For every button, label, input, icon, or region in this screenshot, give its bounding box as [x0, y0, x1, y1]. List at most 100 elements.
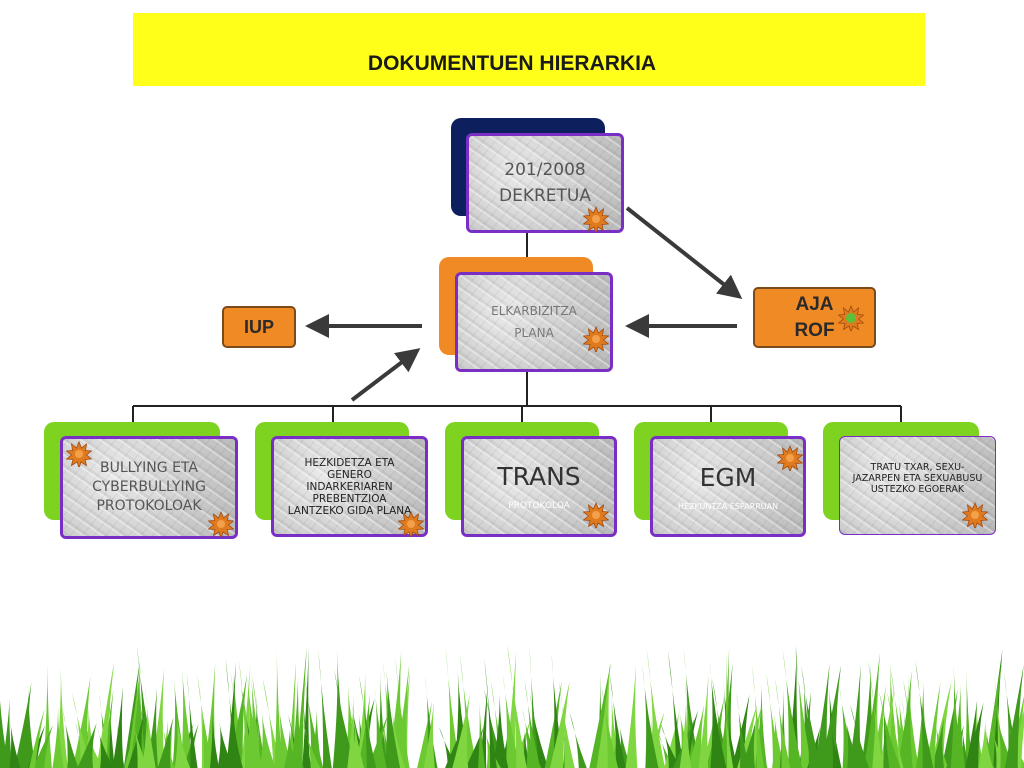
grass-blade	[550, 680, 570, 768]
grass-blade	[774, 677, 791, 768]
dekretua-node[interactable]: 201/2008 DEKRETUA	[466, 133, 624, 233]
grass-blade	[951, 684, 966, 768]
grass-blade	[452, 694, 470, 768]
grass-blade	[1004, 664, 1024, 768]
grass-blade	[798, 691, 812, 768]
grass-blade	[478, 696, 486, 768]
bullying-node[interactable]: BULLYING ETA CYBERBULLYING PROTOKOLOAK	[60, 436, 238, 539]
plana-line2: PLANA	[514, 326, 554, 340]
dekretua-line1: 201/2008	[504, 160, 586, 180]
grass-blade	[359, 675, 377, 768]
trans-title: TRANS	[497, 462, 581, 491]
grass-blade	[879, 691, 901, 768]
trans-subtitle: PROTOKOLOA	[508, 501, 570, 511]
plana-node[interactable]: ELKARBIZITZA PLANA	[455, 272, 613, 372]
grass-blade	[353, 711, 365, 768]
egm-title: EGM	[699, 462, 757, 492]
grass-blade	[209, 707, 219, 768]
egm-node[interactable]: EGM HEZKUNTZA ESPARRUAN	[650, 436, 806, 537]
grass-blade	[524, 678, 541, 768]
grass-blade	[291, 675, 303, 768]
grass-blade	[890, 666, 909, 768]
grass-blade	[483, 727, 501, 768]
grass-blade	[897, 670, 913, 768]
grass-blade	[395, 657, 410, 768]
grass-blade	[252, 675, 266, 768]
grass-blade	[62, 709, 79, 768]
hezkidetza-label: HEZKIDETZA ETA GENERO INDARKERIAREN PREB…	[287, 456, 412, 517]
grass-blade	[97, 726, 114, 768]
grass-blade	[318, 650, 332, 768]
grass-blade	[664, 711, 680, 768]
grass-blade	[782, 649, 803, 768]
grass-blade	[108, 687, 115, 768]
grass-blade	[830, 718, 840, 768]
grass-blade	[679, 697, 692, 768]
iup-node[interactable]: IUP	[222, 306, 296, 348]
grass-blade	[667, 649, 684, 768]
grass-blade	[374, 683, 387, 768]
grass-blade	[262, 677, 282, 768]
grass-blade	[186, 672, 198, 768]
splat-icon	[208, 511, 234, 537]
grass-blade	[172, 670, 187, 768]
grass-blade	[459, 654, 477, 768]
grass-blade	[228, 708, 243, 768]
grass-blade	[849, 704, 870, 768]
hezkidetza-node[interactable]: HEZKIDETZA ETA GENERO INDARKERIAREN PREB…	[271, 436, 428, 537]
grass-blade	[112, 686, 124, 768]
splat-icon	[583, 206, 609, 232]
grass-blade	[558, 679, 575, 768]
grass-blade	[642, 664, 659, 768]
tratu-node[interactable]: TRATU TXAR, SEXU-JAZARPEN ETA SEXUABUSU …	[839, 436, 996, 535]
arrow-icon	[625, 206, 743, 299]
grass-blade	[990, 727, 1009, 768]
grass-blade	[240, 686, 258, 768]
grass-blade	[388, 650, 403, 768]
grass-blade	[544, 681, 562, 768]
grass-blade	[445, 646, 460, 768]
grass-blade	[301, 686, 312, 768]
grass-blade	[569, 712, 587, 768]
grass-blade	[127, 666, 141, 768]
grass-blade	[736, 693, 750, 768]
grass-blade	[174, 711, 191, 768]
grass-blade	[32, 724, 53, 768]
grass-blade	[181, 656, 195, 768]
title-banner	[133, 13, 925, 86]
grass-blade	[684, 681, 697, 768]
grass-blade	[941, 689, 958, 768]
grass-blade	[965, 659, 973, 768]
grass-blade	[801, 665, 822, 768]
egm-subtitle: HEZKUNTZA ESPARRUAN	[677, 501, 779, 511]
grass-blade	[395, 664, 410, 768]
grass-blade	[752, 664, 765, 768]
aja-rof-node[interactable]: AJA ROF	[753, 287, 876, 348]
grass-blade	[302, 722, 321, 768]
grass-blade	[994, 675, 1007, 768]
bullying-label: BULLYING ETA CYBERBULLYING PROTOKOLOAK	[92, 460, 206, 514]
grass-blade	[385, 660, 401, 768]
grass-blade	[931, 718, 945, 768]
grass-blade	[492, 693, 509, 768]
grass-blade	[601, 685, 619, 768]
grass-blade	[146, 687, 158, 768]
splat-icon	[838, 305, 864, 331]
grass-blade	[844, 712, 862, 768]
grass-blade	[625, 664, 638, 768]
dekretua-line2: DEKRETUA	[499, 186, 591, 206]
grass-blade	[197, 675, 214, 768]
grass-blade	[507, 644, 527, 768]
grass-blade	[772, 710, 786, 768]
grass-blade	[484, 658, 497, 768]
grass-blade	[217, 717, 234, 768]
grass-blade	[985, 660, 1003, 768]
grass-blade	[332, 649, 349, 768]
grass-blade	[868, 659, 884, 768]
grass-blade	[609, 671, 626, 768]
plana-line1: ELKARBIZITZA	[491, 304, 577, 318]
grass-blade	[302, 647, 310, 768]
grass-blade	[347, 694, 357, 768]
splat-icon	[962, 502, 988, 528]
grass-blade	[246, 672, 263, 768]
